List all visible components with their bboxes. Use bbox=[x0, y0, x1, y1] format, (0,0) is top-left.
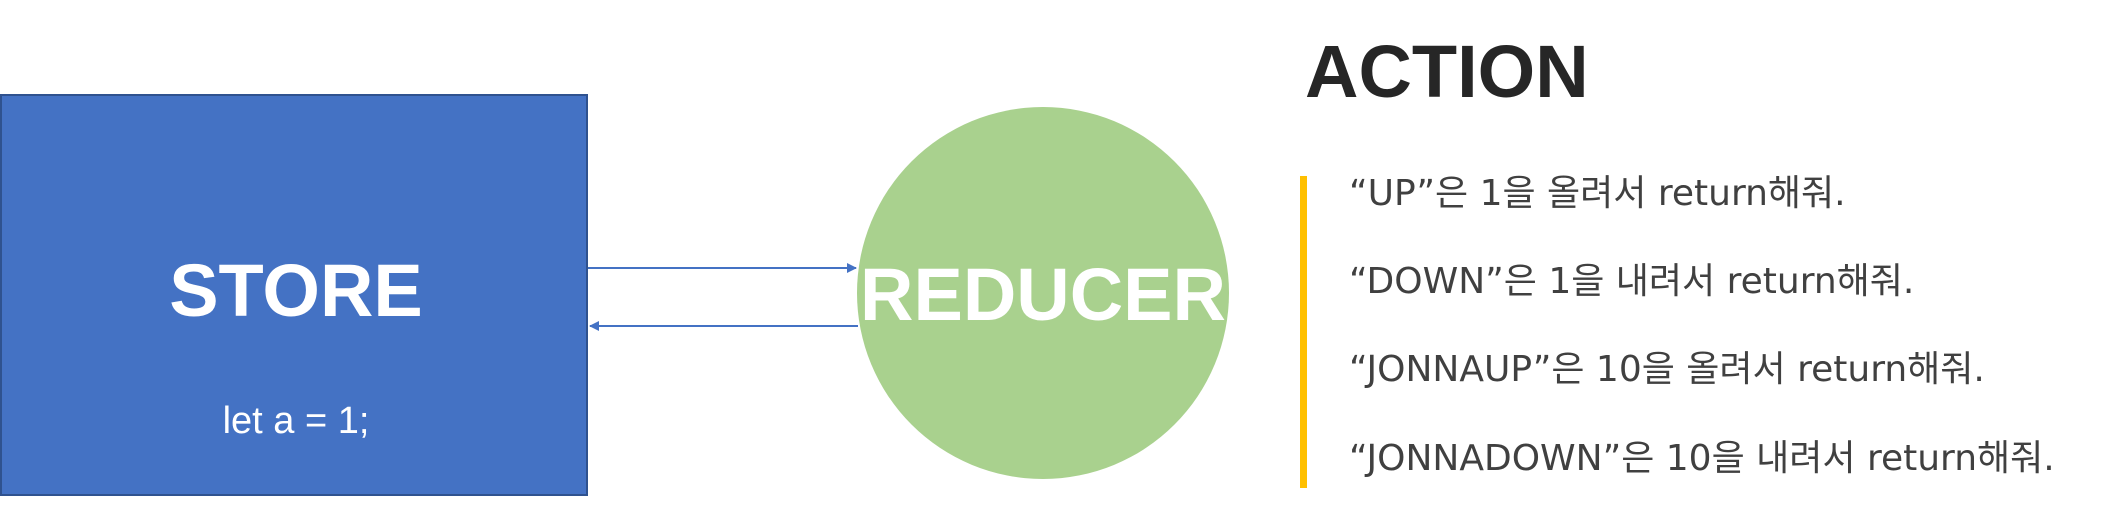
action-item-jonnadown: “JONNADOWN”은 10을 내려서 return해줘. bbox=[1349, 438, 2055, 479]
store-box: STORE let a = 1; bbox=[0, 94, 588, 496]
reducer-title: REDUCER bbox=[860, 253, 1226, 336]
action-title: ACTION bbox=[1305, 30, 1589, 113]
store-title: STORE bbox=[169, 249, 423, 332]
action-accent-bar bbox=[1300, 176, 1307, 488]
action-item-down: “DOWN”은 1을 내려서 return해줘. bbox=[1349, 261, 1915, 302]
action-item-jonnaup: “JONNAUP”은 10을 올려서 return해줘. bbox=[1349, 349, 1985, 390]
reducer-circle: REDUCER bbox=[857, 107, 1229, 479]
action-item-up: “UP”은 1을 올려서 return해줘. bbox=[1349, 173, 1846, 214]
store-code: let a = 1; bbox=[222, 400, 370, 442]
